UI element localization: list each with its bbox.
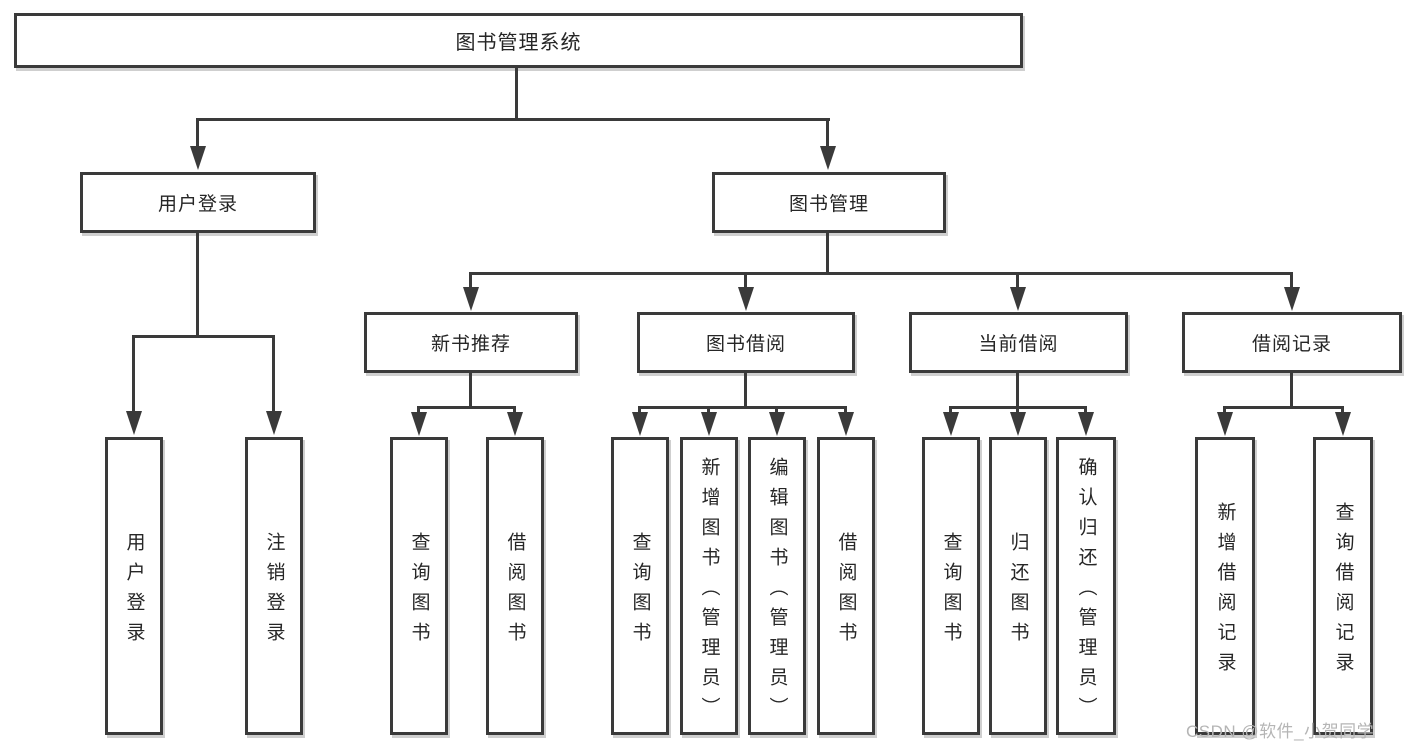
connector-book-bar [469,272,1293,275]
arrow-cb-leaf-1 [942,406,959,436]
node-root-label: 图书管理系统 [455,32,582,54]
arrow-to-book-management [819,118,836,170]
connector-br-bar [1223,406,1343,409]
leaf-br-query-record-label: 查询借阅记录 [1332,501,1354,682]
arrow-br-leaf-1 [1216,406,1233,436]
arrow-to-leaf-user-login [125,335,142,435]
arrow-to-leaf-logout [265,335,282,435]
node-user-login: 用户登录 [80,172,316,233]
arrow-bb-leaf-4 [837,406,854,436]
leaf-bb-query-book: 查询图书 [611,437,669,735]
leaf-cb-return-book: 归还图书 [989,437,1047,735]
arrow-to-borrow-record [1283,272,1300,311]
arrow-bb-leaf-2 [700,406,717,436]
arrow-br-leaf-2 [1334,406,1351,436]
connector-rec-trunk [469,373,472,406]
node-user-login-label: 用户登录 [157,194,238,215]
node-book-management-label: 图书管理 [788,194,869,215]
leaf-bb-add-book-admin-label: 新增图书（管理员） [698,456,720,727]
arrow-to-user-login [189,118,206,170]
leaf-rec-query-book-label: 查询图书 [408,531,430,652]
leaf-bb-borrow-book-label: 借阅图书 [835,531,857,652]
node-current-borrow: 当前借阅 [909,312,1128,373]
arrow-to-current-borrow [1009,272,1026,311]
connector-bb-trunk [744,373,747,406]
leaf-cb-return-book-label: 归还图书 [1007,531,1029,652]
connector-rec-bar [417,406,516,409]
leaf-bb-edit-book-admin: 编辑图书（管理员） [748,437,806,735]
connector-root-trunk [515,68,518,118]
leaf-bb-edit-book-admin-label: 编辑图书（管理员） [766,456,788,727]
node-book-management: 图书管理 [712,172,946,233]
leaf-cb-confirm-return-admin: 确认归还（管理员） [1056,437,1116,735]
leaf-logout: 注销登录 [245,437,303,735]
arrow-to-book-borrow [737,272,754,311]
arrow-bb-leaf-3 [768,406,785,436]
leaf-rec-borrow-book: 借阅图书 [486,437,544,735]
node-book-borrow: 图书借阅 [637,312,855,373]
leaf-br-query-record: 查询借阅记录 [1313,437,1373,735]
leaf-br-add-record-label: 新增借阅记录 [1214,501,1236,682]
connector-root-bar [196,118,830,121]
arrow-bb-leaf-1 [631,406,648,436]
leaf-user-login-label: 用户登录 [123,531,145,652]
arrow-rec-leaf-1 [410,406,427,436]
leaf-user-login: 用户登录 [105,437,163,735]
leaf-cb-query-book-label: 查询图书 [940,531,962,652]
arrow-rec-leaf-2 [506,406,523,436]
node-borrow-record-label: 借阅记录 [1251,334,1332,355]
connector-bb-bar [638,406,847,409]
connector-br-trunk [1290,373,1293,406]
node-book-borrow-label: 图书借阅 [705,334,786,355]
leaf-bb-add-book-admin: 新增图书（管理员） [680,437,738,735]
leaf-rec-borrow-book-label: 借阅图书 [504,531,526,652]
leaf-cb-query-book: 查询图书 [922,437,980,735]
node-current-borrow-label: 当前借阅 [978,334,1059,355]
leaf-bb-query-book-label: 查询图书 [629,531,651,652]
csdn-watermark: CSDN @软件_小贺同学 [1186,722,1375,741]
arrow-cb-leaf-3 [1077,406,1094,436]
connector-cb-trunk [1016,373,1019,406]
arrow-to-new-book-recommend [462,272,479,311]
node-borrow-record: 借阅记录 [1182,312,1402,373]
leaf-logout-label: 注销登录 [263,531,285,652]
leaf-br-add-record: 新增借阅记录 [1195,437,1255,735]
arrow-cb-leaf-2 [1009,406,1026,436]
connector-user-bar [132,335,275,338]
leaf-rec-query-book: 查询图书 [390,437,448,735]
node-new-book-recommend-label: 新书推荐 [430,334,511,355]
leaf-cb-confirm-return-admin-label: 确认归还（管理员） [1075,456,1097,727]
connector-user-trunk [196,233,199,335]
node-new-book-recommend: 新书推荐 [364,312,578,373]
leaf-bb-borrow-book: 借阅图书 [817,437,875,735]
connector-book-trunk [826,233,829,272]
node-root: 图书管理系统 [14,13,1023,68]
